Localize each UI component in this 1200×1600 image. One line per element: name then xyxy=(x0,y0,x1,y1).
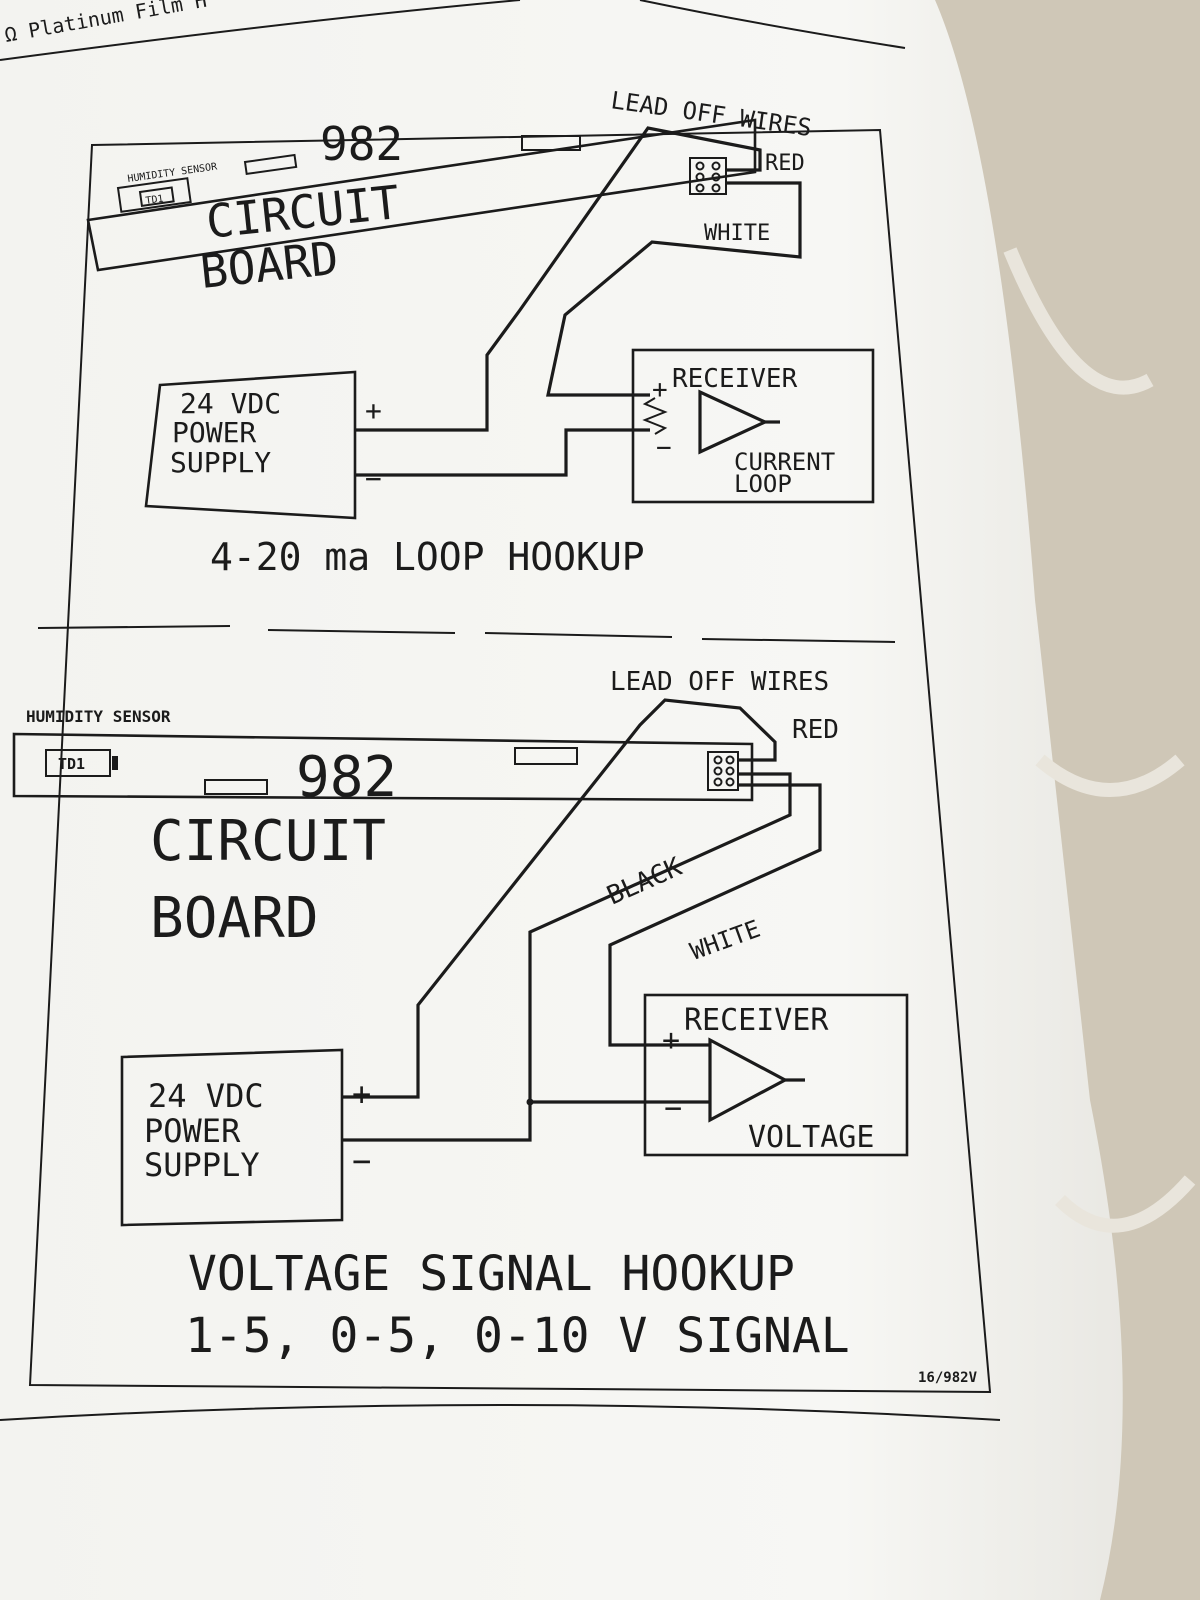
voltage-receiver-minus: − xyxy=(664,1091,682,1126)
loop-amplifier-icon xyxy=(698,389,769,455)
loop-sensor-box xyxy=(116,177,192,213)
loop-title: 4-20 ma LOOP HOOKUP xyxy=(210,535,645,579)
loop-receiver-plus: + xyxy=(652,375,668,405)
voltage-board-line1: CIRCUIT xyxy=(150,809,386,874)
loop-power-line2: POWER xyxy=(172,416,256,449)
voltage-board-line2: BOARD xyxy=(150,886,319,951)
voltage-receiver-plus: + xyxy=(662,1023,680,1058)
voltage-power-supply-box xyxy=(120,1048,344,1227)
loop-terminal-block xyxy=(689,157,727,195)
loop-board-model: 982 xyxy=(320,117,403,171)
voltage-component xyxy=(514,747,578,765)
loop-hookup-diagram: HUMIDITY SENSOR TD1 982 CIRCUIT BOARD LE… xyxy=(86,86,875,579)
voltage-title-line2: 1-5, 0-5, 0-10 V SIGNAL xyxy=(185,1308,850,1364)
voltage-receiver-label: RECEIVER xyxy=(684,1003,829,1038)
voltage-td1-box xyxy=(45,749,111,777)
voltage-white-wire xyxy=(608,783,822,1047)
loop-resistor xyxy=(243,153,298,176)
loop-receiver-mode2: LOOP xyxy=(734,470,792,498)
loop-power-supply-box xyxy=(144,370,357,520)
loop-return-wire xyxy=(355,428,650,477)
loop-power-plus: + xyxy=(365,394,382,427)
voltage-hookup-diagram: LEAD OFF WIRES HUMIDITY SENSOR TD1 982 C… xyxy=(12,667,909,1364)
voltage-power-line2: POWER xyxy=(144,1112,241,1150)
voltage-circuit-board xyxy=(12,732,754,802)
footer-code: 16/982V xyxy=(918,1370,978,1386)
loop-receiver-mode1: CURRENT xyxy=(734,448,835,476)
voltage-power-minus: − xyxy=(352,1142,371,1180)
loop-white-label: WHITE xyxy=(704,221,770,246)
plastic-highlight xyxy=(1003,247,1196,1233)
voltage-power-plus: + xyxy=(352,1075,371,1113)
loop-power-minus: − xyxy=(365,462,382,495)
loop-receiver-minus: − xyxy=(656,433,672,463)
voltage-board-model: 982 xyxy=(296,745,397,810)
voltage-receiver-box xyxy=(643,993,909,1157)
loop-red-label: RED xyxy=(765,151,805,176)
loop-receiver-label: RECEIVER xyxy=(672,364,798,394)
loop-td1-box xyxy=(138,186,175,207)
loop-component xyxy=(521,135,581,151)
loop-red-wire xyxy=(355,126,762,432)
voltage-title-line1: VOLTAGE SIGNAL HOOKUP xyxy=(188,1246,795,1302)
loop-circuit-board xyxy=(86,118,757,272)
voltage-terminal-block xyxy=(707,751,739,791)
loop-power-line3: SUPPLY xyxy=(170,446,271,479)
loop-sensor-id: TD1 xyxy=(145,194,164,207)
voltage-lead-off-label: LEAD OFF WIRES xyxy=(610,667,829,697)
loop-receiver-box xyxy=(631,348,875,504)
voltage-red-label: RED xyxy=(792,715,839,745)
voltage-resistor xyxy=(204,779,268,795)
diagram-frame xyxy=(28,128,992,1394)
voltage-sensor-label: HUMIDITY SENSOR xyxy=(26,707,171,726)
voltage-sensor-id: TD1 xyxy=(58,755,85,773)
voltage-amplifier-icon xyxy=(708,1037,789,1123)
voltage-red-wire xyxy=(342,698,777,1099)
voltage-receiver-mode: VOLTAGE xyxy=(748,1120,874,1155)
voltage-power-line3: SUPPLY xyxy=(144,1146,260,1184)
voltage-power-line1: 24 VDC xyxy=(148,1077,264,1115)
bottom-rule xyxy=(0,1404,1001,1421)
loop-power-line1: 24 VDC xyxy=(180,387,281,420)
loop-resistor-icon xyxy=(642,397,668,435)
header-rule xyxy=(0,0,521,61)
loop-white-wire xyxy=(546,181,802,397)
section-separator xyxy=(37,625,896,643)
header-rule-right xyxy=(639,0,906,49)
voltage-black-wire xyxy=(342,772,792,1142)
